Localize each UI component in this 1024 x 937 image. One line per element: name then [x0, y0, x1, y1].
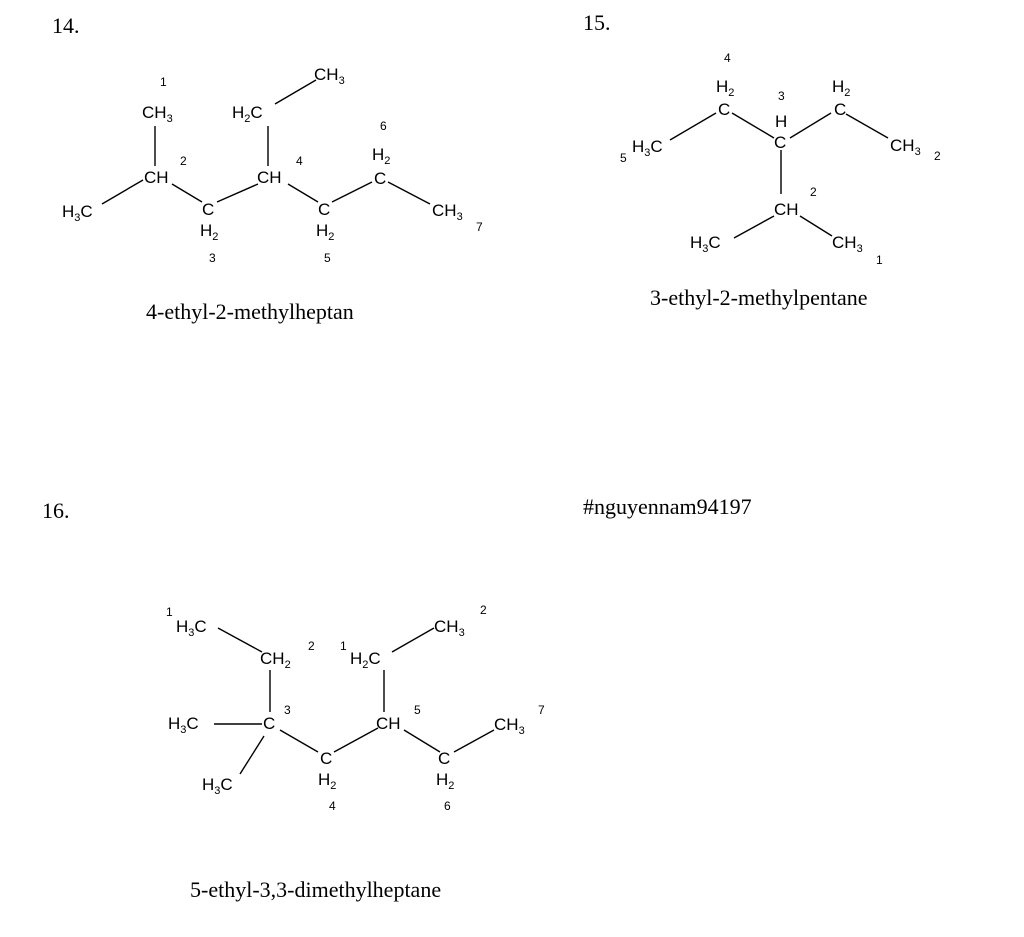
svg-text:CH: CH — [144, 168, 169, 187]
compound-name: 4-ethyl-2-methylheptan — [146, 299, 354, 324]
svg-text:C: C — [320, 749, 332, 768]
svg-text:H3C: H3C — [176, 617, 207, 639]
compound-name: 5-ethyl-3,3-dimethylheptane — [190, 877, 441, 902]
locant: 1 — [160, 75, 167, 89]
svg-text:CH: CH — [774, 200, 799, 219]
svg-text:CH3: CH3 — [432, 201, 463, 223]
author-tag: #nguyennam94197 — [583, 494, 752, 519]
svg-text:H2: H2 — [436, 770, 454, 792]
svg-text:H2C: H2C — [350, 649, 381, 671]
svg-text:C: C — [263, 714, 275, 733]
svg-text:CH3: CH3 — [142, 103, 173, 125]
locant: 2 — [480, 603, 487, 617]
locant: 4 — [329, 799, 336, 813]
svg-text:CH: CH — [376, 714, 401, 733]
svg-text:H2C: H2C — [232, 103, 263, 125]
problem-16: 16. #nguyennam94197 H3C CH2 H2C CH3 H3C … — [42, 494, 752, 902]
locant: 3 — [778, 89, 785, 103]
problem-number: 15. — [583, 10, 611, 35]
structure-15: H3C H2 C H C H2 C CH3 CH H3C CH3 1 2 3 4… — [620, 51, 941, 267]
locant: 2 — [180, 154, 187, 168]
locant: 1 — [340, 639, 347, 653]
svg-text:H3C: H3C — [62, 202, 93, 224]
svg-text:CH3: CH3 — [832, 233, 863, 255]
locant: 1 — [166, 605, 173, 619]
problem-14: 14. H3C CH3 CH C H2 H2C CH3 CH C H2 H2 C — [52, 13, 483, 324]
svg-text:CH2: CH2 — [260, 649, 291, 671]
svg-text:C: C — [774, 133, 786, 152]
svg-text:C: C — [718, 100, 730, 119]
locant: 2 — [810, 185, 817, 199]
locant: 4 — [296, 154, 303, 168]
svg-text:C: C — [202, 200, 214, 219]
locant: 2 — [934, 149, 941, 163]
problem-number: 16. — [42, 498, 70, 523]
problem-15: 15. H3C H2 C H C H2 C CH3 CH H3C CH3 1 2 — [583, 10, 941, 310]
structure-14: H3C CH3 CH C H2 H2C CH3 CH C H2 H2 C CH3… — [62, 65, 483, 265]
svg-text:H2: H2 — [316, 221, 334, 243]
svg-text:H2: H2 — [318, 770, 336, 792]
svg-text:H: H — [775, 112, 787, 131]
locant: 1 — [876, 253, 883, 267]
locant: 3 — [284, 703, 291, 717]
svg-text:CH3: CH3 — [890, 136, 921, 158]
svg-text:C: C — [374, 169, 386, 188]
svg-text:H2: H2 — [832, 77, 850, 99]
problem-number: 14. — [52, 13, 80, 38]
svg-text:H2: H2 — [716, 77, 734, 99]
locant: 3 — [209, 251, 216, 265]
svg-text:C: C — [438, 749, 450, 768]
svg-text:H3C: H3C — [690, 233, 721, 255]
svg-text:C: C — [318, 200, 330, 219]
structure-16: H3C CH2 H2C CH3 H3C C H3C C H2 CH C H2 C… — [166, 603, 545, 813]
compound-name: 3-ethyl-2-methylpentane — [650, 285, 867, 310]
locant: 6 — [380, 119, 387, 133]
svg-text:CH3: CH3 — [434, 617, 465, 639]
locant: 5 — [620, 151, 627, 165]
svg-text:CH3: CH3 — [314, 65, 345, 87]
locant: 5 — [414, 703, 421, 717]
locant: 7 — [476, 220, 483, 234]
svg-text:H3C: H3C — [168, 714, 199, 736]
locant: 5 — [324, 251, 331, 265]
svg-text:H3C: H3C — [202, 775, 233, 797]
locant: 6 — [444, 799, 451, 813]
locant: 4 — [724, 51, 731, 65]
svg-text:CH: CH — [257, 168, 282, 187]
svg-text:H3C: H3C — [632, 137, 663, 159]
svg-text:H2: H2 — [372, 145, 390, 167]
svg-text:CH3: CH3 — [494, 715, 525, 737]
svg-text:C: C — [834, 100, 846, 119]
locant: 7 — [538, 703, 545, 717]
svg-text:H2: H2 — [200, 221, 218, 243]
locant: 2 — [308, 639, 315, 653]
